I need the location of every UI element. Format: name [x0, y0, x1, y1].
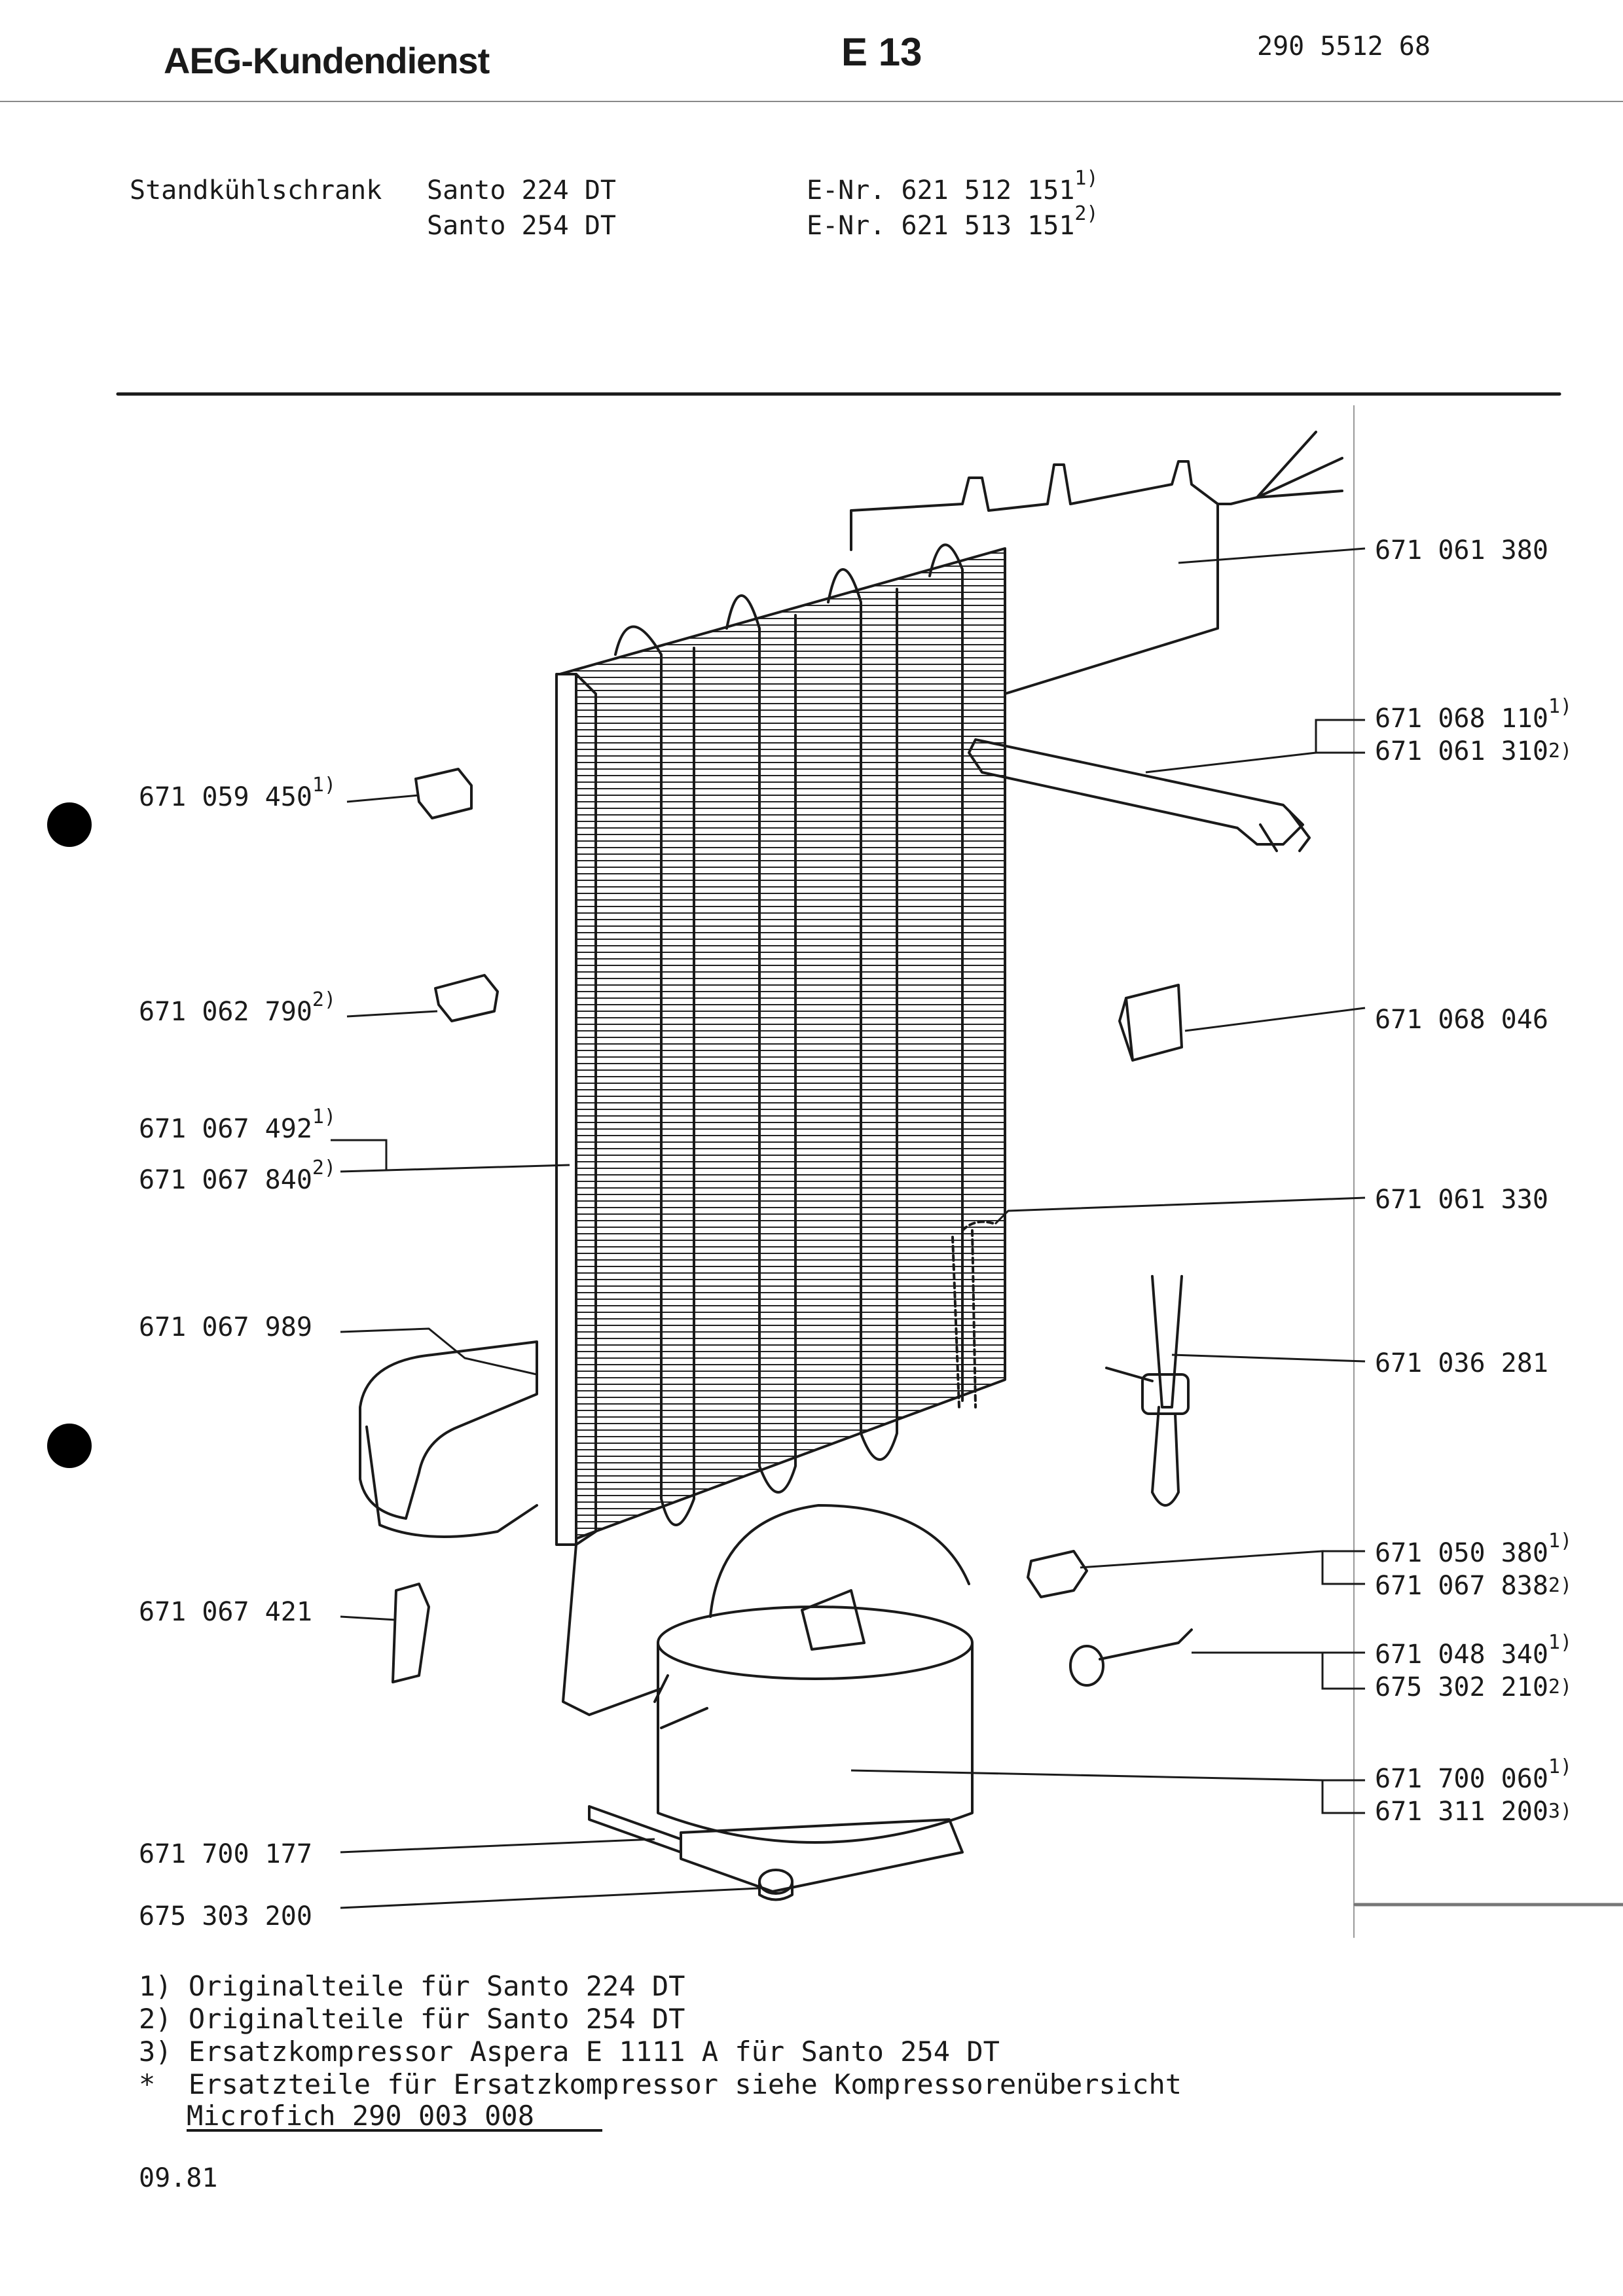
part-label: 671 700 0601): [1375, 1755, 1573, 1794]
appliance-type: Standkühlschrank: [130, 175, 382, 206]
part-label: 671 067 4921): [139, 1105, 337, 1144]
part-label: 671 068 046: [1375, 1005, 1548, 1035]
footnote: 3) Ersatzkompressor Aspera E 1111 A für …: [139, 2036, 1000, 2068]
part-label: 671 061 380: [1375, 535, 1548, 565]
part-label: 671 050 3801): [1375, 1530, 1573, 1568]
part-label: 671 067 989: [139, 1312, 312, 1342]
footnote: * Ersatzteile für Ersatzkompressor siehe…: [139, 2068, 1182, 2100]
part-label: 671 062 7902): [139, 988, 337, 1027]
model-2-name: Santo 254 DT: [427, 211, 616, 241]
punch-hole-mark: [47, 1424, 92, 1468]
part-label: 671 700 177: [139, 1839, 312, 1869]
part-label: 671 036 281: [1375, 1348, 1548, 1378]
model-2-enr: E-Nr. 621 513 1512): [807, 202, 1099, 241]
part-label: 671 061 330: [1375, 1185, 1548, 1215]
footnote: 1) Originalteile für Santo 224 DT: [139, 1970, 685, 2002]
brand-title: AEG-Kundendienst: [164, 40, 490, 81]
enr-label: E-Nr.: [807, 175, 886, 206]
footnote: 2) Originalteile für Santo 254 DT: [139, 2003, 685, 2035]
enr-label: E-Nr.: [807, 211, 886, 241]
part-label: 671 067 421: [139, 1597, 312, 1627]
leader-lines: [331, 547, 1366, 1909]
page-code: E 13: [841, 30, 922, 74]
model-1-name: Santo 224 DT: [427, 175, 616, 206]
enr-number: 621 513 151: [901, 211, 1075, 241]
part-label: 675 302 2102): [1375, 1672, 1573, 1702]
part-label: 671 067 8382): [1375, 1571, 1573, 1601]
ref-mark: 2): [1074, 202, 1099, 225]
model-1-enr: E-Nr. 621 512 1511): [807, 167, 1099, 206]
punch-hole-mark: [47, 802, 92, 847]
ref-mark: 1): [1074, 167, 1099, 190]
part-label: 671 067 8402): [139, 1157, 337, 1195]
doc-number: 290 5512 68: [1257, 31, 1431, 62]
part-label: 671 048 3401): [1375, 1631, 1573, 1670]
part-label: 671 061 3102): [1375, 736, 1573, 766]
part-label: 671 311 2003): [1375, 1797, 1573, 1827]
microfiche-ref: Microfich 290 003 008: [187, 2100, 535, 2132]
enr-number: 621 512 151: [901, 175, 1075, 206]
date-code: 09.81: [139, 2163, 218, 2193]
condenser: [555, 431, 1343, 1546]
part-label: 671 059 4501): [139, 774, 337, 812]
part-label: 675 303 200: [139, 1901, 312, 1931]
compressor: [657, 1504, 974, 1893]
part-label: 671 068 1101): [1375, 695, 1573, 734]
